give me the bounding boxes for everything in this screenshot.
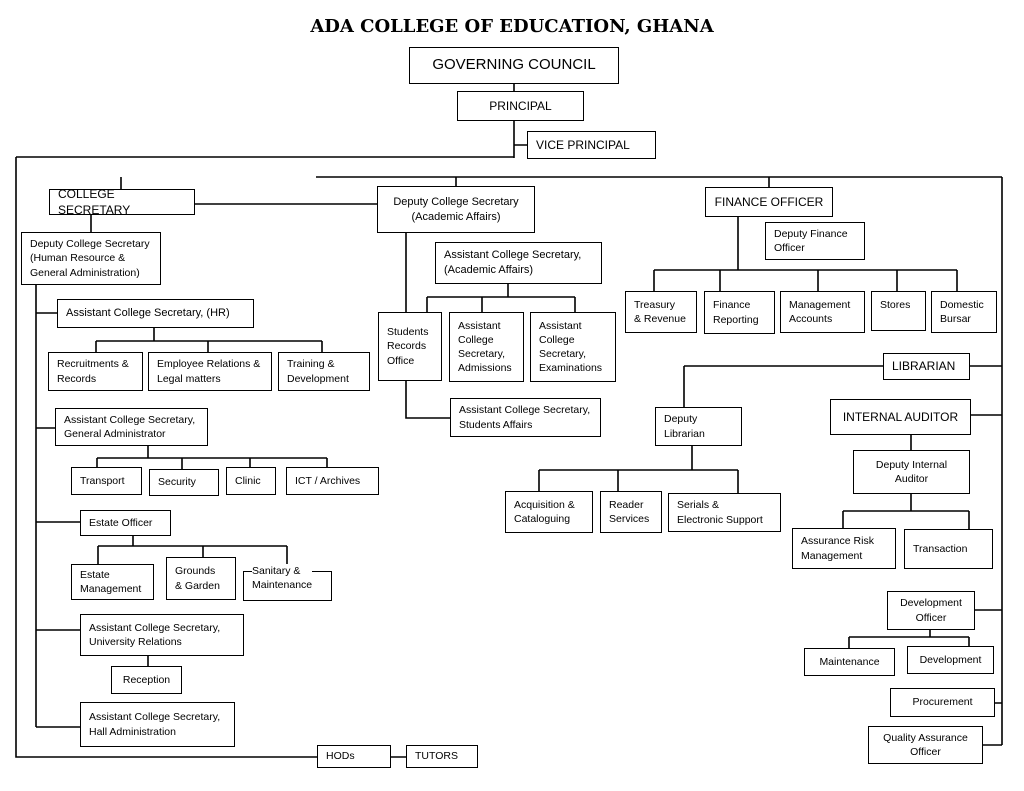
- node-transport: Transport: [71, 467, 142, 495]
- node-internal-auditor: INTERNAL AUDITOR: [830, 399, 971, 435]
- chart-title: ADA COLLEGE OF EDUCATION, GHANA: [310, 16, 714, 37]
- node-finance-reporting: Finance Reporting: [704, 291, 775, 334]
- node-acs-general-admin: Assistant College Secretary, General Adm…: [55, 408, 208, 446]
- node-acs-admissions: Assistant College Secretary, Admissions: [449, 312, 524, 382]
- node-stores: Stores: [871, 291, 926, 331]
- node-vice-principal: VICE PRINCIPAL: [527, 131, 656, 159]
- node-reader-services: Reader Services: [600, 491, 662, 533]
- node-college-secretary: COLLEGE SECRETARY: [49, 187, 195, 217]
- node-acs-students-affairs: Assistant College Secretary, Students Af…: [450, 398, 601, 437]
- node-development-officer: Development Officer: [887, 591, 975, 630]
- node-development: Development: [907, 646, 994, 674]
- node-procurement: Procurement: [890, 688, 995, 717]
- node-estate-management: Estate Management: [71, 564, 154, 600]
- node-tutors: TUTORS: [406, 745, 478, 768]
- node-treasury: Treasury & Revenue: [625, 291, 697, 333]
- node-acs-academic: Assistant College Secretary, (Academic A…: [435, 242, 602, 284]
- node-reception: Reception: [111, 666, 182, 694]
- node-deputy-finance-officer: Deputy Finance Officer: [765, 222, 865, 260]
- node-acs-university-relations: Assistant College Secretary, University …: [80, 614, 244, 656]
- node-employee-relations: Employee Relations & Legal matters: [148, 352, 272, 391]
- node-training: Training & Development: [278, 352, 370, 391]
- node-recruitments: Recruitments & Records: [48, 352, 143, 391]
- node-dcs-hr: Deputy College Secretary (Human Resource…: [21, 232, 161, 285]
- node-sanitary: Sanitary & Maintenance: [243, 564, 332, 601]
- node-acs-examinations: Assistant College Secretary, Examination…: [530, 312, 616, 382]
- node-estate-officer: Estate Officer: [80, 510, 171, 536]
- node-domestic-bursar: Domestic Bursar: [931, 291, 997, 333]
- node-librarian: LIBRARIAN: [883, 353, 970, 380]
- connector-paths: [15, 83, 1003, 758]
- node-quality-assurance: Quality Assurance Officer: [868, 726, 983, 764]
- node-principal: PRINCIPAL: [457, 91, 584, 121]
- node-grounds-garden: Grounds & Garden: [166, 557, 236, 600]
- node-acs-hr: Assistant College Secretary, (HR): [57, 299, 254, 328]
- node-assurance-risk: Assurance Risk Management: [792, 528, 896, 569]
- node-deputy-internal-auditor: Deputy Internal Auditor: [853, 450, 970, 494]
- node-management-accounts: Management Accounts: [780, 291, 865, 333]
- node-dcs-academic: Deputy College Secretary (Academic Affai…: [377, 186, 535, 233]
- node-clinic: Clinic: [226, 467, 276, 495]
- node-serials: Serials & Electronic Support: [668, 493, 781, 532]
- node-hods: HODs: [317, 745, 391, 768]
- node-deputy-librarian: Deputy Librarian: [655, 407, 742, 446]
- node-governing-council: GOVERNING COUNCIL: [409, 47, 619, 84]
- node-acs-hall-admin: Assistant College Secretary, Hall Admini…: [80, 702, 235, 747]
- node-students-records: Students Records Office: [378, 312, 442, 381]
- node-acquisition: Acquisition & Cataloguing: [505, 491, 593, 533]
- node-finance-officer: FINANCE OFFICER: [705, 187, 833, 217]
- node-maintenance: Maintenance: [804, 648, 895, 676]
- node-security: Security: [149, 469, 219, 496]
- node-transaction: Transaction: [904, 529, 993, 569]
- node-ict-archives: ICT / Archives: [286, 467, 379, 495]
